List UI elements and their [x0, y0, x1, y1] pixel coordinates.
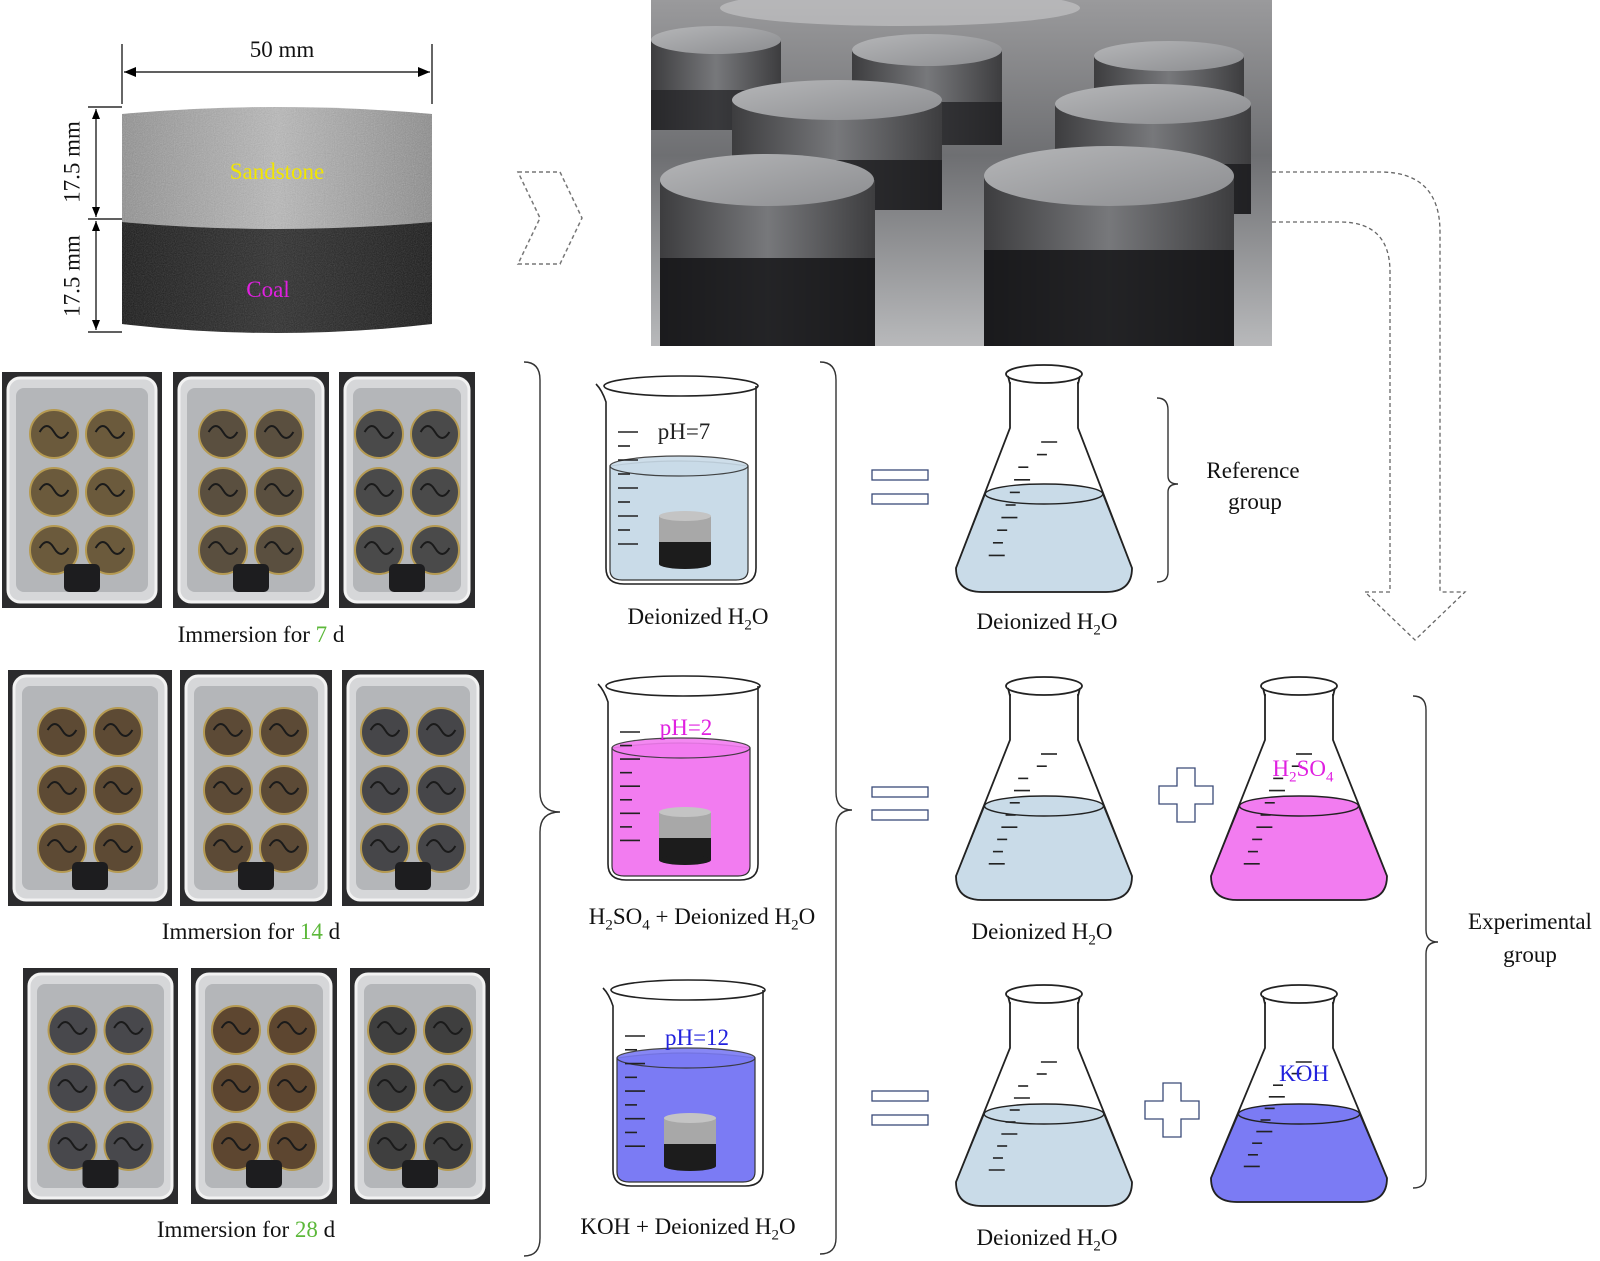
chevron-right-icon	[516, 171, 583, 265]
photo-cylinder	[984, 146, 1234, 346]
immersion-box-photo	[339, 372, 475, 608]
beaker-outline	[597, 683, 759, 881]
beaker-1	[597, 675, 761, 881]
beaker-0	[595, 375, 759, 585]
reference-group-label-line1: Reference	[1206, 458, 1300, 483]
flask-caption-reference: Deionized H2O	[976, 609, 1118, 639]
plus-icon	[1158, 767, 1214, 823]
coal-label: Coal	[246, 277, 290, 302]
experimental-group-label-line2: group	[1503, 942, 1557, 967]
equals-icon	[871, 1090, 929, 1126]
equals-icon	[871, 469, 929, 505]
beaker-caption-acid: H2SO4 + Deionized H2O	[588, 904, 816, 934]
coal-texture	[122, 222, 432, 333]
immersion-days-7: 7	[315, 622, 328, 647]
ph-label-acid: pH=2	[659, 715, 713, 740]
flask-outline	[955, 1002, 1133, 1207]
specimens-photo	[651, 0, 1272, 346]
erlenmeyer-flask	[1210, 676, 1388, 901]
reference-group-label-line2: group	[1228, 489, 1282, 514]
immersion-caption-28d: Immersion for 28 d	[156, 1217, 336, 1242]
ph-label-base: pH=12	[664, 1025, 730, 1050]
acid-flask-label: H2SO4	[1272, 756, 1334, 786]
immersion-box-photos	[2, 372, 490, 1204]
sandstone-label: Sandstone	[229, 159, 325, 184]
immersion-days-28: 28	[294, 1217, 318, 1242]
beaker-caption-base: KOH + Deionized H2O	[580, 1214, 796, 1244]
immersion-caption-14d: Immersion for 14 d	[161, 919, 341, 944]
sandstone-texture	[122, 107, 432, 229]
flask-outline	[955, 382, 1133, 593]
erlenmeyer-flask	[1210, 984, 1388, 1203]
beaker-caption-water: Deionized H2O	[627, 604, 769, 634]
immersion-box-photo	[191, 968, 337, 1204]
bottom-height-label: 17.5 mm	[59, 235, 85, 317]
experimental-group-brace	[1412, 695, 1439, 1189]
flask-caption-base-row: Deionized H2O	[976, 1225, 1118, 1255]
photo-cylinder	[660, 154, 875, 346]
specimen-illustration	[88, 44, 433, 333]
flow-arrow-dashed	[1272, 171, 1467, 641]
reference-group-brace	[1156, 397, 1179, 583]
immersion-box-photo	[342, 670, 484, 906]
width-label: 50 mm	[249, 37, 315, 62]
middle-group-brace	[819, 361, 853, 1255]
flasks	[955, 364, 1388, 1207]
erlenmeyer-flask	[955, 984, 1133, 1207]
immersion-days-14: 14	[299, 919, 323, 944]
immersion-box-photo	[350, 968, 490, 1204]
erlenmeyer-flask	[955, 676, 1133, 901]
flask-outline	[1210, 694, 1388, 901]
beakers	[595, 375, 766, 1187]
flask-liquid	[1210, 805, 1388, 901]
top-height-label: 17.5 mm	[59, 121, 85, 203]
immersion-box-photo	[23, 968, 178, 1204]
photo-glare	[720, 0, 1080, 26]
equals-icon	[871, 786, 929, 821]
flask-caption-acid-row: Deionized H2O	[971, 919, 1113, 949]
immersion-box-photo	[8, 670, 172, 906]
flask-outline	[955, 694, 1133, 901]
plus-icon	[1144, 1082, 1200, 1138]
immersion-box-photo	[173, 372, 329, 608]
beaker-outline	[595, 383, 757, 585]
experimental-group-label-line1: Experimental	[1468, 909, 1592, 934]
beaker-outline	[602, 987, 764, 1187]
flask-outline	[1210, 1002, 1388, 1203]
flask-liquid	[955, 493, 1133, 593]
ph-label-neutral: pH=7	[657, 419, 711, 444]
beaker-2	[602, 979, 766, 1187]
immersion-caption-7d: Immersion for 7 d	[177, 622, 345, 647]
left-group-brace	[523, 361, 561, 1257]
flask-liquid	[955, 805, 1133, 901]
flask-liquid	[1210, 1113, 1388, 1203]
base-flask-label: KOH	[1279, 1061, 1329, 1086]
erlenmeyer-flask	[955, 364, 1133, 593]
flask-liquid	[955, 1113, 1133, 1207]
immersion-box-photo	[2, 372, 162, 608]
immersion-box-photo	[180, 670, 332, 906]
